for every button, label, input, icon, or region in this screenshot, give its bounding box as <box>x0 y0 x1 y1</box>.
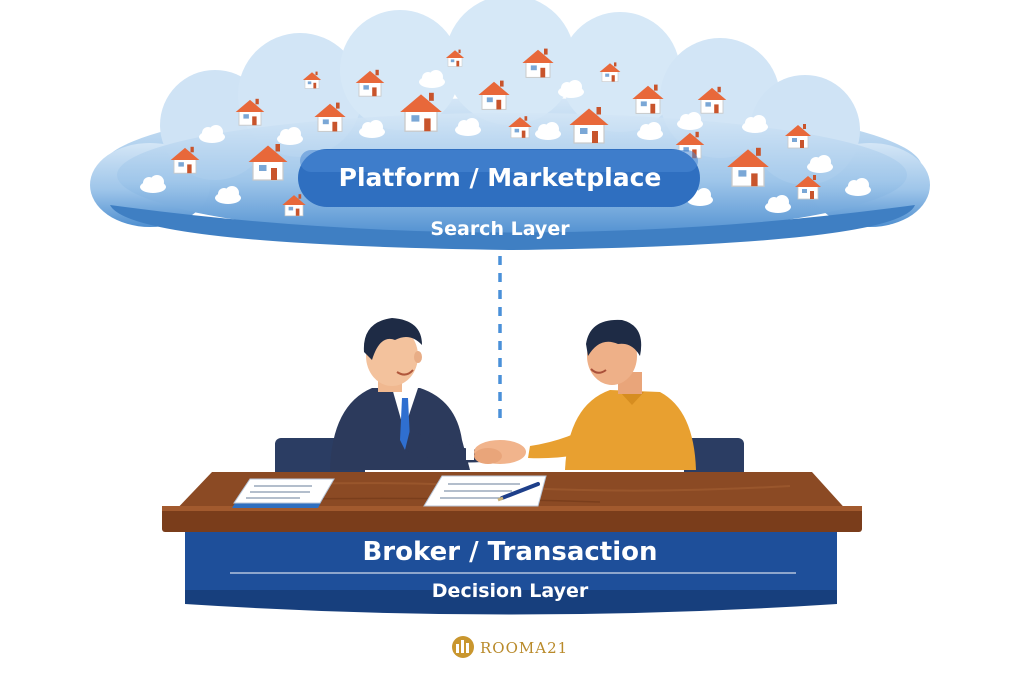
search-layer-label: Search Layer <box>430 218 570 240</box>
brand-logo-icon <box>452 636 474 658</box>
broker-person <box>330 318 482 470</box>
pen-icon <box>497 482 540 502</box>
platform-title: Platform / Marketplace <box>338 163 662 192</box>
document-icon <box>232 475 547 508</box>
handshake <box>466 440 526 464</box>
decision-layer-label: Decision Layer <box>431 580 589 602</box>
brand-name: ROOMA21 <box>480 639 569 657</box>
broker-title: Broker / Transaction <box>362 537 658 567</box>
buyer-person <box>528 319 696 470</box>
